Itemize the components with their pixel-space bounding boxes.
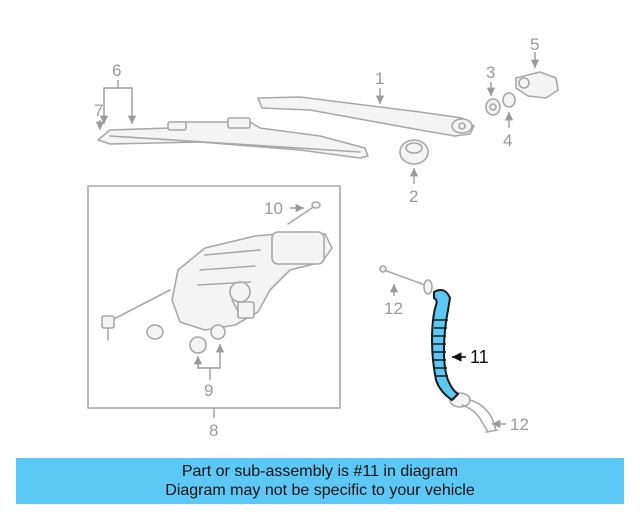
- nut-and-washer: [485, 92, 516, 116]
- fitting-lower: [449, 392, 499, 433]
- callout-3: 3: [486, 63, 495, 82]
- parts-diagram: 1 2 3 4 5 6 7 8 9 10 12 12 11: [87, 35, 559, 440]
- wiper-motor: [171, 231, 333, 331]
- cap: [515, 71, 559, 99]
- callout-5: 5: [530, 35, 539, 54]
- callout-2: 2: [409, 187, 418, 206]
- fitting-upper: [379, 265, 433, 295]
- callout-1: 1: [375, 69, 384, 88]
- banner-line-2: Diagram may not be specific to your vehi…: [165, 482, 475, 499]
- info-banner: Part or sub-assembly is #11 in diagram D…: [16, 458, 624, 504]
- washer-hose: [431, 289, 459, 401]
- banner-line-1: Part or sub-assembly is #11 in diagram: [181, 463, 459, 480]
- callout-6: 6: [112, 61, 121, 80]
- callout-12-upper: 12: [384, 299, 403, 318]
- callout-12-lower: 12: [510, 415, 529, 434]
- callout-4: 4: [503, 131, 512, 150]
- screw: [287, 201, 321, 225]
- wiper-blade: [97, 117, 369, 159]
- callout-11: 11: [470, 347, 489, 367]
- wiper-arm: [257, 96, 475, 137]
- grommet: [399, 139, 429, 165]
- callout-9: 9: [204, 381, 213, 400]
- callout-10: 10: [264, 199, 283, 218]
- callout-7: 7: [94, 101, 103, 120]
- bushings: [146, 324, 226, 354]
- bolt: [101, 289, 171, 341]
- callout-8: 8: [209, 421, 218, 440]
